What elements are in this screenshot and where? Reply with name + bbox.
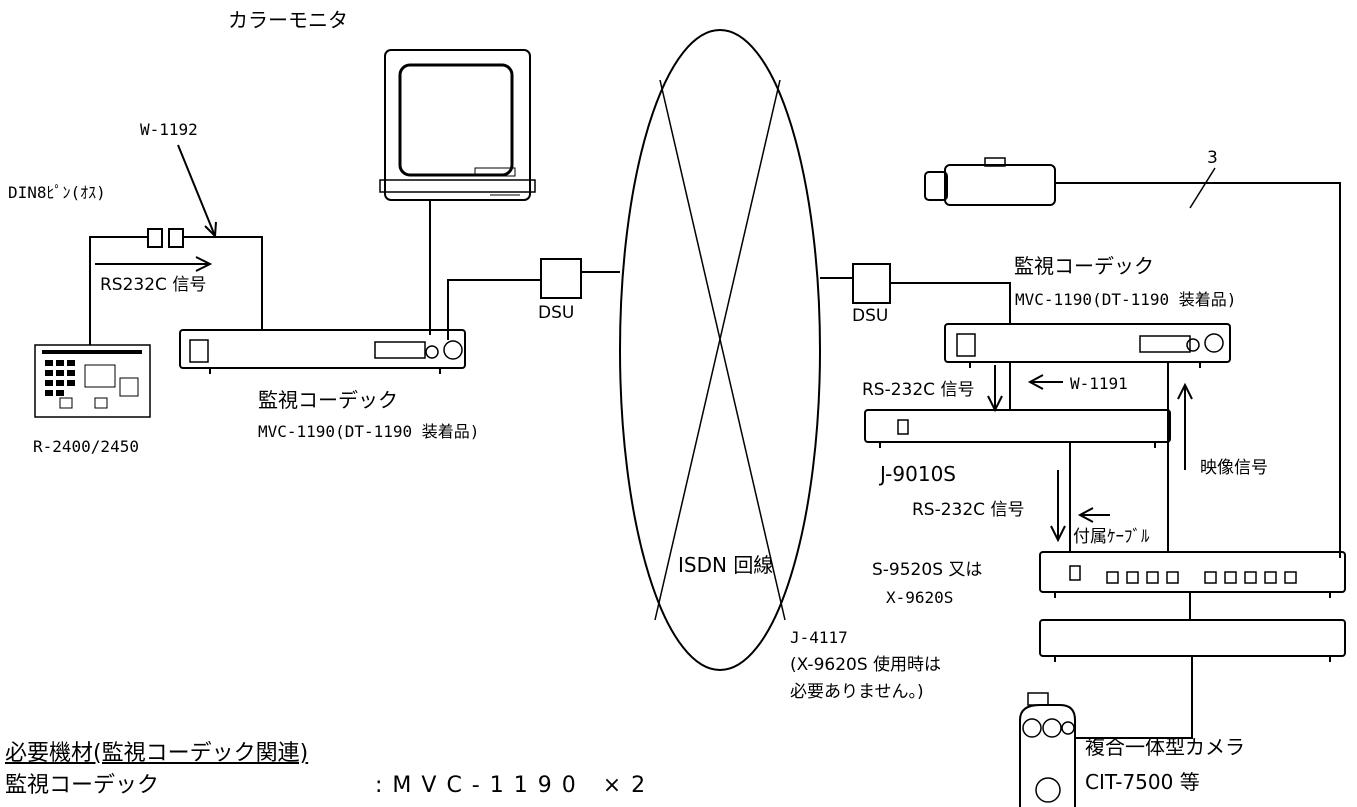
color-monitor-label: カラーモニタ — [228, 8, 348, 32]
dome-camera-title: 複合一体型カメラ — [1085, 735, 1245, 759]
codec-to-dsu-left-cable — [447, 279, 541, 340]
remote-model-label: R-2400/2450 — [33, 437, 139, 456]
isdn-cross-line-a — [659, 79, 786, 621]
w1192-pointer — [177, 144, 216, 237]
controller-model-label-1: S-9520S 又は — [872, 560, 983, 580]
requirements-heading: 必要機材(監視コーデック関連) — [5, 741, 309, 766]
supplied-cable-label: 付属ｹｰﾌﾞﾙ — [1073, 527, 1150, 547]
controller-model-label-2: X-9620S — [886, 588, 954, 607]
remote-controller-device — [34, 344, 151, 418]
dome-camera-device — [1019, 692, 1076, 807]
three-wire-count: 3 — [1207, 148, 1218, 168]
rs232c-cable-left — [89, 236, 148, 345]
controller-device — [1039, 551, 1346, 598]
j9010s-label: J-9010S — [880, 462, 956, 486]
j4117-label: J-4117 — [790, 628, 848, 647]
j4117-to-dome-cable — [1075, 656, 1193, 739]
w1191-label: W-1191 — [1070, 374, 1128, 393]
left-codec-model: MVC-1190(DT-1190 装着品) — [258, 422, 480, 441]
right-codec-device — [944, 323, 1231, 368]
j9010s-device — [864, 409, 1171, 448]
remote-keypad-grid — [42, 350, 142, 396]
isdn-cross-line-b — [654, 79, 781, 621]
color-monitor-device — [379, 49, 536, 201]
din8-label: DIN8ﾋﾟﾝ(ｵｽ) — [8, 183, 106, 202]
rs232c-right-label-1: RS-232C 信号 — [862, 380, 975, 400]
din8-connector-a — [147, 228, 163, 248]
dsu-left-box — [540, 258, 582, 299]
camera-to-controller-cable — [1055, 182, 1341, 558]
w1192-label: W-1192 — [140, 120, 198, 139]
rs232c-cable-right — [183, 236, 263, 330]
j4117-note-line-1: (X-9620S 使用時は — [790, 655, 942, 675]
left-codec-device — [179, 329, 466, 374]
right-codec-title: 監視コーデック — [1014, 254, 1154, 278]
din8-connector-b — [168, 228, 184, 248]
rs232c-right-label-2: RS-232C 信号 — [912, 500, 1025, 520]
dsu-right-box — [852, 263, 891, 304]
dsu-right-to-codec-cable — [890, 282, 1011, 325]
dsu-left-label: DSU — [538, 303, 575, 323]
left-codec-title: 監視コーデック — [258, 388, 398, 412]
requirements-item-name: 監視コーデック — [5, 773, 160, 798]
dsu-right-label: DSU — [852, 306, 889, 326]
three-wire-slash — [1189, 167, 1216, 209]
requirements-item-spec: :MVC-1190 ×2 — [375, 773, 656, 798]
box-camera-device — [924, 157, 1056, 206]
rs232c-left-label: RS232C 信号 — [100, 275, 207, 295]
video-signal-label: 映像信号 — [1200, 458, 1268, 478]
right-codec-model: MVC-1190(DT-1190 装着品) — [1015, 290, 1237, 309]
j4117-device — [1039, 619, 1346, 662]
isdn-label: ISDN 回線 — [678, 553, 774, 577]
j4117-note-line-2: 必要ありません。) — [790, 682, 924, 702]
isdn-network-ellipse — [619, 29, 821, 671]
dome-camera-model: CIT-7500 等 — [1085, 770, 1200, 794]
